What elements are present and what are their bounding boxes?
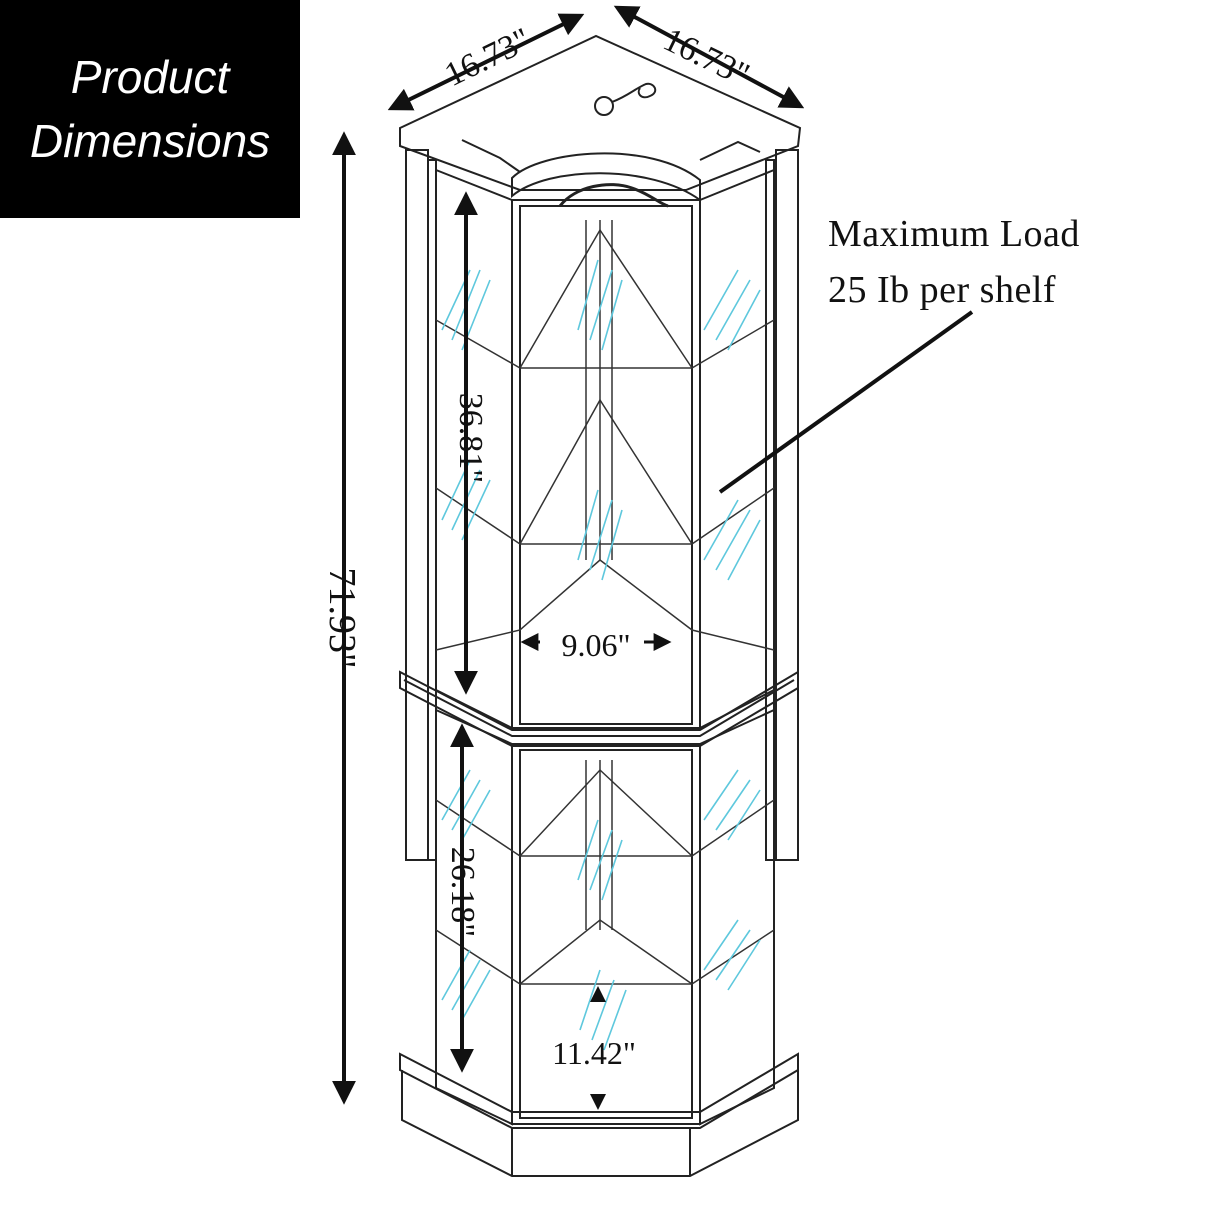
cabinet-middle-band — [399, 670, 799, 747]
cabinet-base — [399, 1052, 799, 1177]
badge-line-1: Product — [70, 51, 230, 103]
max-load-line-2: 25 Ib per shelf — [828, 269, 1057, 311]
dim-bottom-depth: 11.42" — [552, 1035, 636, 1071]
lower-shelves — [435, 760, 775, 985]
load-pointer-line — [718, 310, 974, 494]
dim-lower-section: 26.18" — [444, 847, 481, 937]
max-load-label: Maximum Load 25 Ib per shelf — [828, 206, 1080, 318]
dim-upper-section: 36.81" — [452, 393, 489, 483]
dim-top-left: 16.73" — [439, 21, 536, 94]
dim-top-right: 16.73" — [657, 21, 754, 94]
upper-shelves — [435, 220, 775, 651]
cabinet-frame — [405, 149, 799, 1126]
dim-total-height: 71.93" — [321, 567, 363, 668]
dim-door-width: 9.06" — [561, 627, 630, 663]
max-load-line-1: Maximum Load — [828, 213, 1080, 255]
depth-arrow-heads — [590, 986, 606, 1110]
cabinet-crown — [511, 152, 701, 208]
product-dimensions-badge: Product Dimensions — [0, 0, 300, 218]
badge-line-2: Dimensions — [29, 115, 271, 167]
